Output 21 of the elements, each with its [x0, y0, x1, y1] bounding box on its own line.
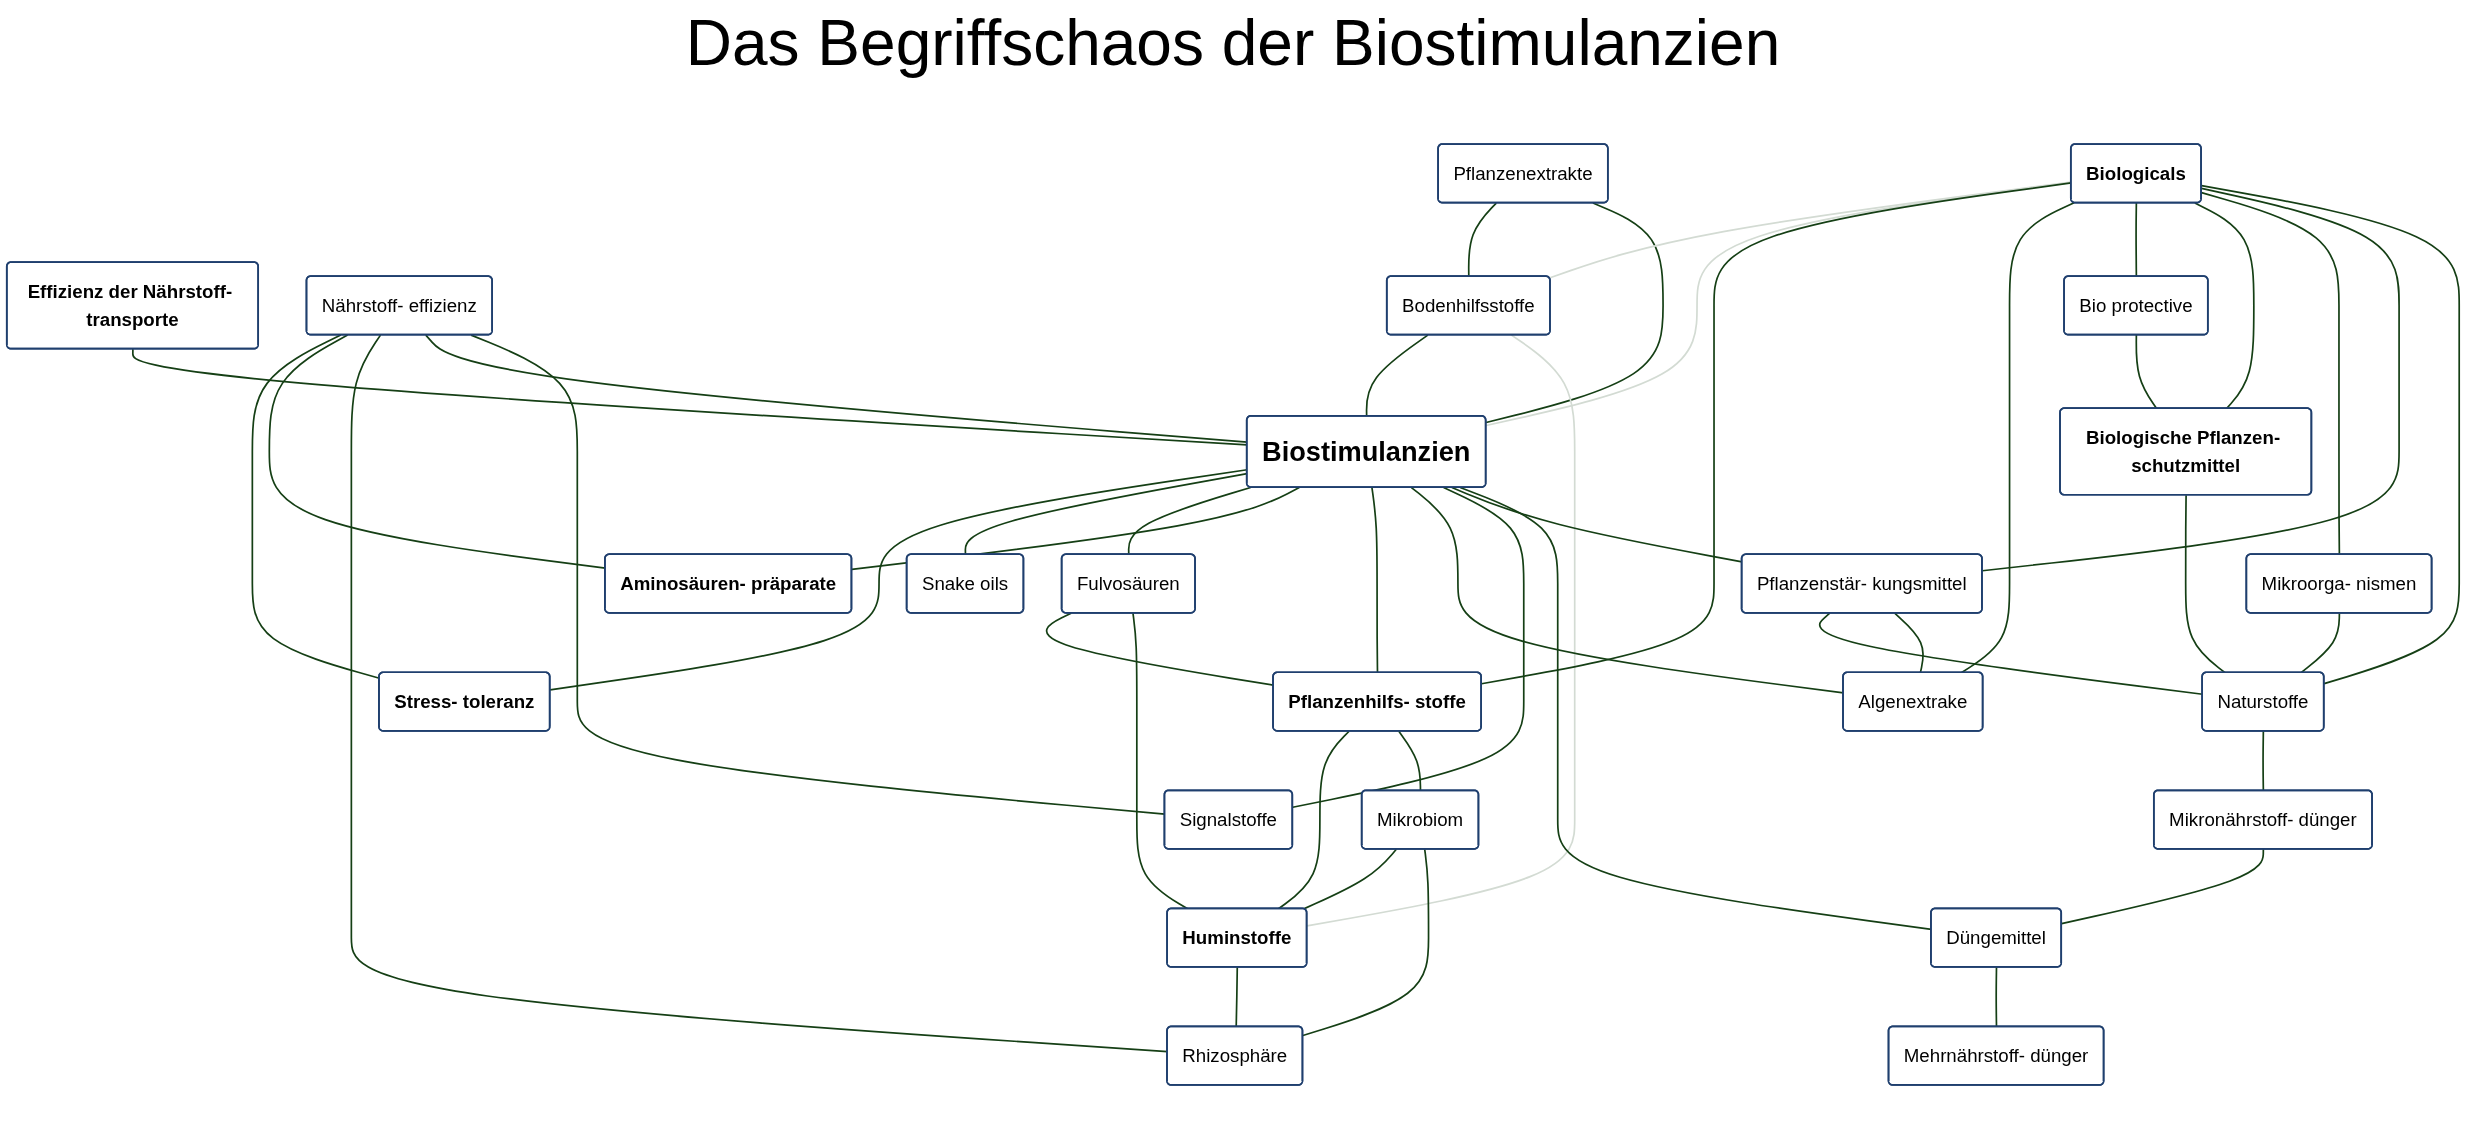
connector	[2300, 612, 2341, 674]
connector	[1467, 202, 1498, 278]
diagram-title: Das Begriffschaos der Biostimulanzien	[684, 6, 1782, 80]
connector	[1960, 201, 2075, 674]
connector	[2135, 202, 2138, 278]
connector	[1306, 334, 1576, 927]
connector	[2184, 494, 2226, 674]
connector	[1302, 848, 1398, 910]
connector	[1371, 486, 1379, 674]
connector	[1277, 730, 1350, 910]
connector	[1981, 187, 2400, 572]
connector	[1302, 848, 1430, 1037]
connector	[2262, 730, 2265, 792]
connector	[1893, 612, 1924, 674]
connector	[2194, 202, 2255, 410]
connector	[1235, 966, 1239, 1028]
connector	[1127, 486, 1252, 556]
connector	[2135, 334, 2158, 410]
connector	[1995, 966, 1998, 1028]
connector	[1485, 202, 1664, 424]
connector	[1398, 730, 1422, 792]
